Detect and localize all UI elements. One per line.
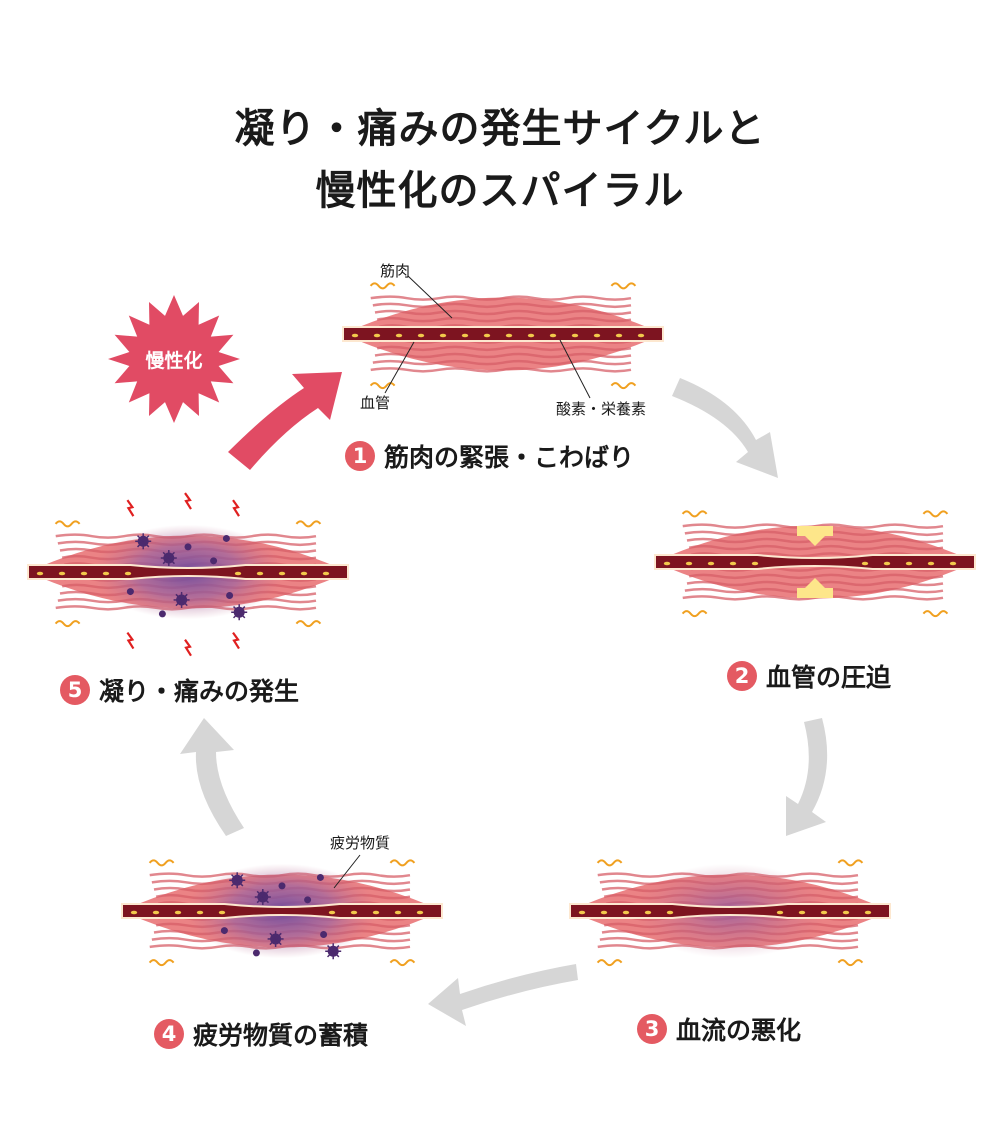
leader-muscle bbox=[407, 275, 453, 319]
step-number: 3 bbox=[637, 1014, 667, 1044]
step-3: 3 血流の悪化 bbox=[637, 1011, 801, 1047]
step-label: 疲労物質の蓄積 bbox=[193, 1021, 369, 1050]
muscle-step-4 bbox=[121, 859, 443, 967]
burst-label: 慢性化 bbox=[145, 350, 203, 372]
label-muscle: 筋肉 bbox=[380, 262, 411, 280]
label-fatigue: 疲労物質 bbox=[330, 834, 391, 852]
step-4: 4 疲労物質の蓄積 bbox=[154, 1016, 368, 1052]
chronic-burst bbox=[108, 295, 240, 423]
arrow-2-to-3 bbox=[786, 718, 828, 836]
step-label: 血流の悪化 bbox=[676, 1016, 802, 1045]
step-number: 2 bbox=[727, 661, 757, 691]
step-number: 4 bbox=[154, 1019, 184, 1049]
title-line-2: 慢性化のスパイラル bbox=[315, 168, 685, 214]
step-1: 1 筋肉の緊張・こわばり bbox=[345, 438, 634, 474]
arrow-3-to-4 bbox=[428, 964, 578, 1026]
step-label: 凝り・痛みの発生 bbox=[99, 677, 300, 706]
step-label: 筋肉の緊張・こわばり bbox=[384, 443, 635, 472]
title-line-1: 凝り・痛みの発生サイクルと bbox=[234, 106, 766, 152]
leader-oxygen bbox=[559, 339, 591, 399]
step-number: 5 bbox=[60, 675, 90, 705]
label-vessel: 血管 bbox=[360, 394, 391, 412]
step-label: 血管の圧迫 bbox=[766, 663, 892, 692]
step-number: 1 bbox=[345, 441, 375, 471]
leader-fatigue bbox=[333, 854, 361, 889]
arrow-1-to-2 bbox=[672, 378, 778, 478]
leader-vessel bbox=[384, 341, 415, 394]
label-oxygen: 酸素・栄養素 bbox=[556, 400, 647, 418]
chronic-arrow bbox=[228, 372, 342, 470]
muscle-step-5 bbox=[27, 492, 349, 657]
muscle-step-1 bbox=[342, 282, 664, 390]
muscle-step-2 bbox=[654, 510, 976, 618]
muscle-step-3 bbox=[569, 859, 891, 967]
arrow-4-to-5 bbox=[180, 718, 244, 836]
step-5: 5 凝り・痛みの発生 bbox=[60, 672, 299, 708]
step-2: 2 血管の圧迫 bbox=[727, 658, 891, 694]
